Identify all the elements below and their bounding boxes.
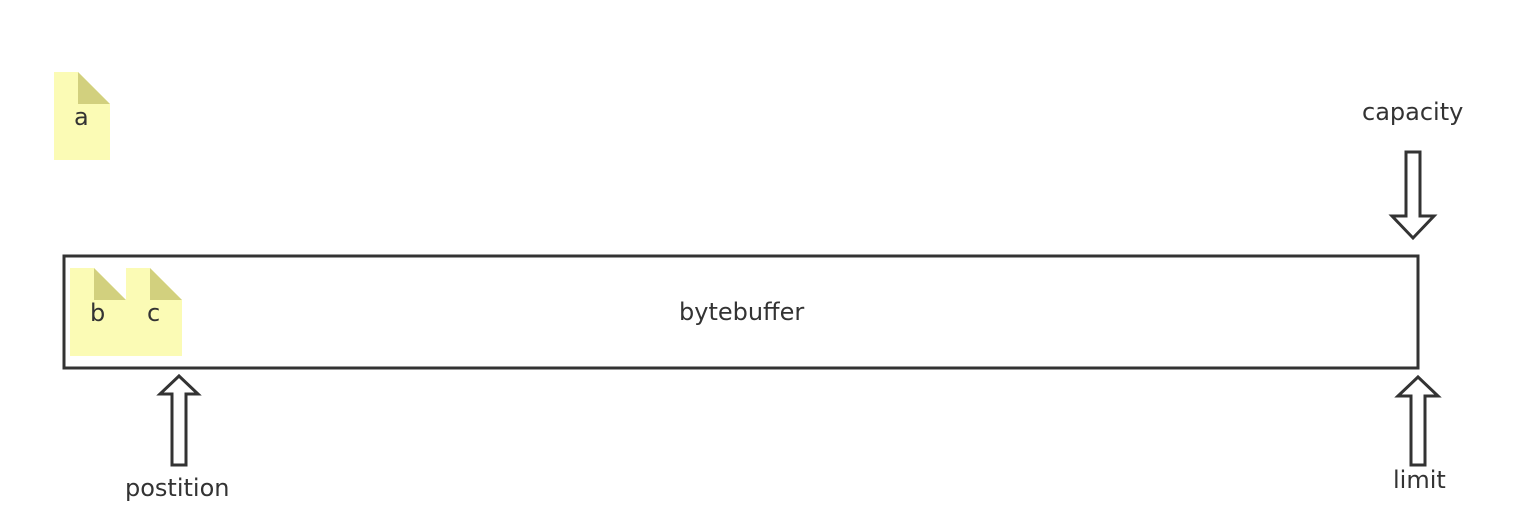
note-c-label: c [147, 299, 161, 327]
capacity-label: capacity [1362, 98, 1464, 126]
note-a [54, 72, 110, 160]
bytebuffer-label: bytebuffer [679, 298, 805, 326]
bytebuffer-box [62, 254, 1420, 370]
note-a-fold [78, 72, 110, 104]
note-a-label: a [74, 103, 89, 131]
position-arrow-icon [156, 373, 202, 467]
limit-arrow-icon [1394, 374, 1442, 467]
note-c-fold [150, 268, 182, 300]
position-label: postition [125, 474, 230, 502]
note-b [70, 268, 126, 356]
note-b-label: b [90, 299, 106, 327]
capacity-arrow-icon [1388, 150, 1438, 241]
note-b-fold [94, 268, 126, 300]
note-c [126, 268, 182, 356]
limit-label: limit [1393, 466, 1446, 494]
